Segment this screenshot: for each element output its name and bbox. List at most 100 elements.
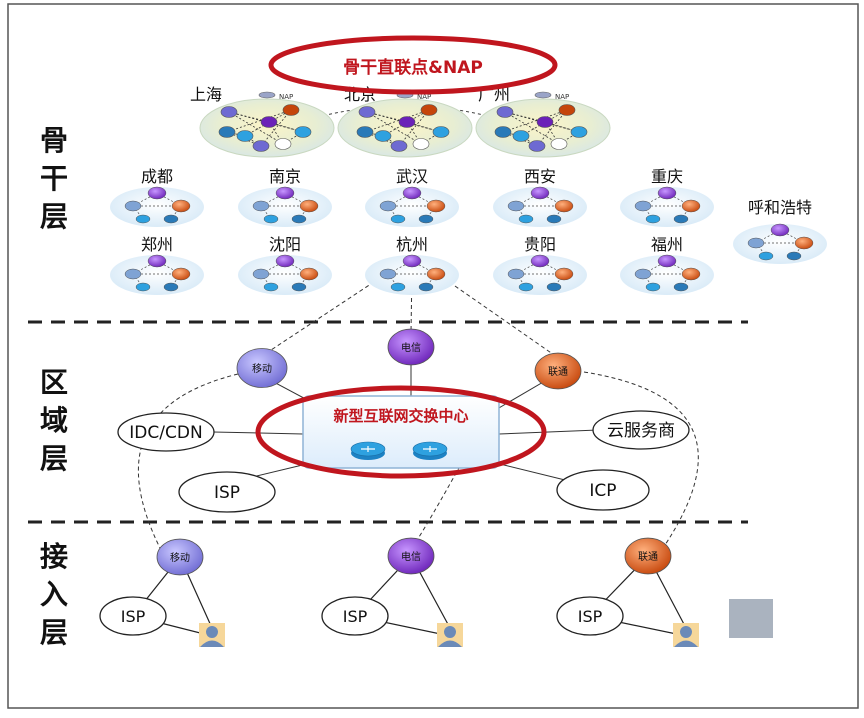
node-access-isp-label: ISP (121, 607, 146, 626)
nap-node (260, 116, 278, 128)
city-node (135, 282, 151, 292)
city-node (418, 214, 434, 224)
city-node (291, 214, 307, 224)
user-icon-body (200, 640, 224, 647)
city-node (673, 282, 689, 292)
user-icon (437, 623, 463, 647)
nap-tag: NAP (417, 93, 431, 101)
city-node (147, 186, 167, 200)
nap-node (558, 104, 576, 116)
city-node (634, 200, 652, 212)
city-label: 贵阳 (524, 235, 556, 254)
city-node (426, 199, 446, 213)
city-node (546, 214, 562, 224)
city-cluster-disc (365, 187, 459, 227)
nap-node (294, 126, 312, 138)
nap-node (274, 138, 292, 150)
node-regional-isp: ISP (178, 471, 276, 513)
city-node (518, 214, 534, 224)
city-cluster-row1: 武汉 (365, 167, 459, 227)
city-node (390, 282, 406, 292)
nap-node (570, 126, 588, 138)
city-cluster-disc (733, 224, 827, 264)
city-node (252, 268, 270, 280)
node-access-isp: ISP (99, 596, 167, 636)
nap-mesh-line (504, 111, 560, 145)
router-icon (412, 441, 448, 460)
regional-link (491, 380, 546, 413)
placeholder-block (729, 599, 773, 638)
node-cloud-provider-label: 云服务商 (607, 421, 675, 441)
nap-city-label: 上海 (190, 85, 222, 104)
nap-router-icon (258, 91, 276, 99)
user-icon-head (680, 626, 692, 638)
carrier-mobile-access-bubble (156, 538, 204, 576)
carrier-mobile-access-label: 移动 (170, 551, 190, 564)
city-node (418, 282, 434, 292)
nap-node (390, 140, 408, 152)
city-node (673, 214, 689, 224)
nap-cluster: NAP 上海 (190, 85, 335, 158)
city-node (507, 268, 525, 280)
city-label: 杭州 (396, 235, 428, 254)
nap-mesh-line (504, 111, 580, 133)
nap-node (398, 116, 416, 128)
nap-mesh-line (520, 109, 568, 137)
nap-mesh-line (228, 111, 304, 133)
city-node (390, 214, 406, 224)
city-node (530, 254, 550, 268)
node-regional-isp-shape (178, 471, 276, 513)
node-idc-cdn-shape (117, 412, 215, 452)
carrier-unicom-access: 联通 (624, 537, 672, 575)
city-label: 沈阳 (269, 235, 301, 254)
city-label: 重庆 (651, 167, 683, 186)
user-icon-body (438, 640, 462, 647)
carrier-telecom-regional-label: 电信 (401, 341, 421, 354)
city-node (275, 186, 295, 200)
node-icp: ICP (556, 469, 650, 511)
layer-label-char: 入 (40, 578, 68, 611)
nap-mesh-line (382, 109, 430, 137)
carrier-unicom-regional-bubble (534, 352, 582, 390)
node-cloud-provider-shape (592, 410, 690, 450)
user-icon-head (444, 626, 456, 638)
city-node (786, 251, 802, 261)
city-node (275, 254, 295, 268)
nap-node (528, 140, 546, 152)
backbone-link-mobile (261, 269, 393, 357)
node-idc-cdn: IDC/CDN (117, 412, 215, 452)
carrier-mobile-regional: 移动 (236, 348, 288, 388)
city-node (163, 282, 179, 292)
city-node (657, 254, 677, 268)
nap-tag: NAP (279, 93, 293, 101)
node-access-isp-label: ISP (343, 607, 368, 626)
user-icon (673, 623, 699, 647)
city-cluster-row1: 重庆 (620, 167, 714, 227)
city-cluster-disc (493, 255, 587, 295)
city-node (507, 200, 525, 212)
nap-mesh-line (226, 131, 246, 137)
nap-node (496, 106, 514, 118)
nap-mesh-line (244, 135, 262, 147)
nap-node (550, 138, 568, 150)
layer-label-char: 区 (40, 366, 68, 399)
city-cluster-extra: 呼和浩特 (733, 198, 827, 264)
city-node (645, 214, 661, 224)
city-node (402, 254, 422, 268)
node-access-isp-label: ISP (578, 607, 603, 626)
carrier-unicom-access-bubble (624, 537, 672, 575)
nap-mesh-line (502, 131, 522, 137)
node-access-isp-shape (556, 596, 624, 636)
city-node (379, 200, 397, 212)
city-label: 成都 (141, 167, 173, 186)
router-arrows (361, 446, 375, 452)
city-cluster-disc (238, 255, 332, 295)
nap-mesh-line (364, 109, 430, 133)
carrier-telecom-regional-bubble (387, 328, 435, 366)
city-node (379, 268, 397, 280)
layer-label-char: 层 (40, 616, 68, 649)
city-node (263, 282, 279, 292)
layer-label-backbone: 骨干层 (40, 124, 68, 233)
